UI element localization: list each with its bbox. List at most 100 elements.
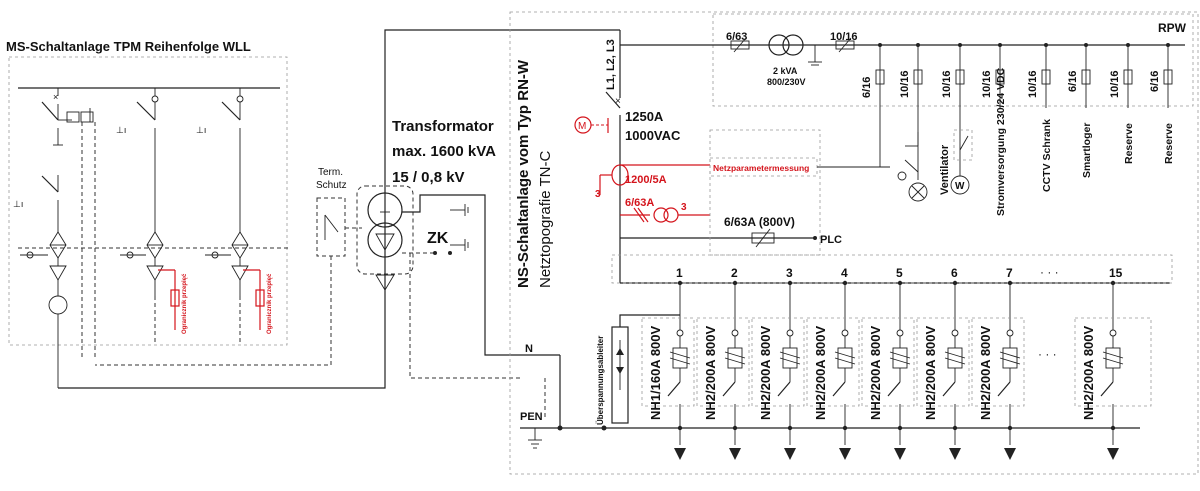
svg-text:⊥ı: ⊥ı <box>196 125 206 135</box>
rpw-branch-4-fuse: 10/16 <box>981 70 993 98</box>
feeder-8-cable-end <box>1107 448 1119 460</box>
feeder-2-label: NH2/200A 800V <box>703 325 718 420</box>
feeder-6-switch[interactable] <box>942 381 956 397</box>
svg-text:×: × <box>53 92 58 102</box>
ns-phases: L1, L2, L3 <box>605 39 617 90</box>
feeder-6-label: NH2/200A 800V <box>923 325 938 420</box>
rpw-branch-4: 10/16 Stromversorgung 230/24 VDC <box>981 43 1007 216</box>
rpw-branch-3: 10/16 W Ventilator <box>939 43 973 195</box>
feeder-8-terminal <box>1109 329 1117 337</box>
ns-subtitle: Netztopografie TN-C <box>537 151 554 288</box>
feeder-3-switch[interactable] <box>777 381 791 397</box>
feeder-7-switch[interactable] <box>997 381 1011 397</box>
feeder-4-terminal <box>841 329 849 337</box>
feeder-4-cable-end <box>839 448 851 460</box>
feeder-1-fuse <box>672 347 688 369</box>
ms-bay-3: ⊥ı Ogranicznik przepięć <box>196 88 273 342</box>
feeder-7-label: NH2/200A 800V <box>978 325 993 420</box>
feeder-3-number: 3 <box>786 266 793 280</box>
pen-label: PEN <box>520 411 543 423</box>
rpw-trafo-primary <box>768 34 790 56</box>
feeder-5-switch[interactable] <box>887 381 901 397</box>
ms-frame <box>8 56 288 346</box>
rpw-fuse-in: 6/63 <box>726 31 747 43</box>
ms-bay-2: ⊥ı Ogranicznik przepięć <box>116 88 188 342</box>
ct-count-left: 3 <box>595 189 601 200</box>
svg-text:⊥ı: ⊥ı <box>116 125 126 135</box>
rpw-title: RPW <box>1158 21 1187 35</box>
ms-limiter-label-1: Ogranicznik przepięć <box>182 273 188 334</box>
feeder-1-label: NH1/160A 800V <box>648 325 663 420</box>
plc-fuse-label: 6/63A (800V) <box>724 215 795 229</box>
rpw-branch-1-fuse: 6/16 <box>861 77 873 98</box>
feeder-7-terminal <box>1006 329 1014 337</box>
plc-label: PLC <box>820 234 842 246</box>
ct-aux-label: 6/63A <box>625 197 654 209</box>
transformer-section: Term. Schutz Transformator max. 1600 kVA… <box>58 29 620 389</box>
feeder-6-cable-end <box>949 448 961 460</box>
rpw-branch-2: 10/16 <box>897 43 928 202</box>
feeder-1-number: 1 <box>676 266 683 280</box>
feeder-5-fuse <box>892 347 908 369</box>
rpw-branch-3-label: Ventilator <box>939 144 951 195</box>
ns-frame <box>509 11 1199 475</box>
term-schutz-box <box>316 197 346 257</box>
rpw-branch-6-label: Smartloger <box>1081 123 1093 178</box>
ct-count-right: 3 <box>681 202 687 213</box>
breaker-voltage: 1000VAC <box>625 128 681 143</box>
rpw-fuse-out: 10/16 <box>830 31 858 43</box>
feeder-ellipsis-top: · · · <box>1040 265 1059 279</box>
feeder-6-number: 6 <box>951 266 958 280</box>
rpw-frame <box>712 13 1194 107</box>
feeder-5-label: NH2/200A 800V <box>868 325 883 420</box>
feeder-1-cable-end <box>674 448 686 460</box>
rpw-branch-3-fuse: 10/16 <box>941 70 953 98</box>
feeder-2-switch[interactable] <box>722 381 736 397</box>
rpw-branch-1: 6/16 <box>861 43 885 167</box>
rpw-branch-5-label: CCTV Schrank <box>1041 119 1053 192</box>
feeder-6-terminal <box>951 329 959 337</box>
transformer-voltage: 15 / 0,8 kV <box>392 169 465 186</box>
transformer-title: Transformator <box>392 118 494 135</box>
feeder-4-switch[interactable] <box>832 381 846 397</box>
ms-limiter-label-2: Ogranicznik przepięć <box>267 273 273 334</box>
fan-symbol: W <box>955 181 965 192</box>
ms-title: MS-Schaltanlage TPM Reihenfolge WLL <box>6 39 251 54</box>
feeder-8-number: 15 <box>1109 266 1123 280</box>
rpw-trafo-voltage: 800/230V <box>767 77 806 87</box>
transformer-hv-winding <box>367 192 403 228</box>
feeder-4-fuse <box>837 347 853 369</box>
measurement-frame <box>709 129 821 256</box>
ms-bay-1: × ⊥ı <box>13 88 96 388</box>
feeder-ellipsis-mid: · · · <box>1038 347 1057 361</box>
rpw-branch-8-fuse: 6/16 <box>1149 71 1161 92</box>
feeder-2-number: 2 <box>731 266 738 280</box>
feeder-5-number: 5 <box>896 266 903 280</box>
svg-text:⊥ı: ⊥ı <box>13 199 23 209</box>
feeder-7-cable-end <box>1004 448 1016 460</box>
ms-switchgear: MS-Schaltanlage TPM Reihenfolge WLL × <box>6 39 290 388</box>
svg-text:×: × <box>615 96 621 107</box>
rpw-trafo-secondary <box>782 34 804 56</box>
rpw-branch-7-label: Reserve <box>1123 123 1135 164</box>
rpw-trafo-rating: 2 kVA <box>773 66 798 76</box>
surge-label: Überspannungsableiter <box>596 336 605 425</box>
breaker-rating: 1250A <box>625 109 664 124</box>
transformer-power: max. 1600 kVA <box>392 143 496 160</box>
ns-switchgear: NS-Schaltanlage vom Typ RN-W Netztopogra… <box>509 11 1199 475</box>
transformer-lv-winding <box>367 222 403 258</box>
rpw-section: RPW 6/63 2 kVA 800/230V 10/16 6/16 10/16 <box>620 13 1194 216</box>
feeder-4-number: 4 <box>841 266 848 280</box>
feeder-5-cable-end <box>894 448 906 460</box>
rpw-branch-5: 10/16 CCTV Schrank <box>1027 43 1053 192</box>
feeder-2-cable-end <box>729 448 741 460</box>
feeder-8-switch[interactable] <box>1100 381 1114 397</box>
feeder-3-terminal <box>786 329 794 337</box>
feeder-7-fuse <box>1002 347 1018 369</box>
feeder-7-number: 7 <box>1006 266 1013 280</box>
feeder-1-switch[interactable] <box>667 381 681 397</box>
feeder-6-fuse <box>947 347 963 369</box>
feeder-1-terminal <box>676 329 684 337</box>
feeder-4-label: NH2/200A 800V <box>813 325 828 420</box>
